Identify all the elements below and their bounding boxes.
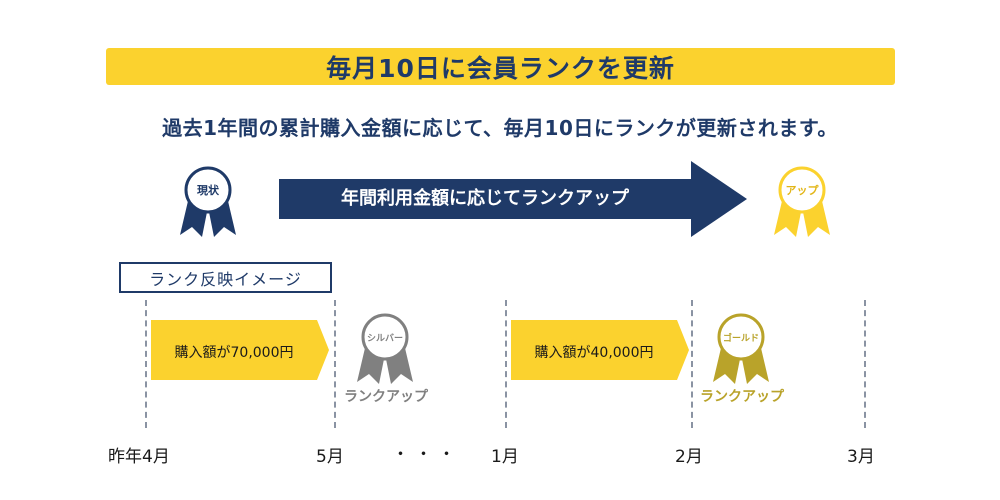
purchase-arrow-1 bbox=[151, 320, 329, 380]
timeline-divider bbox=[505, 300, 507, 428]
page-title: 毎月10日に会員ランクを更新 bbox=[106, 48, 895, 85]
up-rank-badge-icon: アップ bbox=[774, 166, 830, 237]
month-label: 3月 bbox=[847, 447, 875, 467]
month-label: 2月 bbox=[675, 447, 703, 467]
month-label: 1月 bbox=[491, 447, 519, 467]
ellipsis: ・・・ bbox=[392, 445, 461, 465]
purchase-amount-label-1: 購入額が70,000円 bbox=[174, 345, 294, 361]
month-label: 昨年4月 bbox=[108, 447, 170, 467]
up-badge-label: アップ bbox=[786, 183, 820, 197]
timeline-divider bbox=[864, 300, 866, 428]
rank-reflection-label: ランク反映イメージ bbox=[119, 262, 332, 293]
silver-badge-icon: シルバー bbox=[357, 313, 413, 384]
gold-rank-up-label: ランクアップ bbox=[700, 389, 784, 405]
current-badge-label: 現状 bbox=[197, 183, 220, 197]
month-label: 5月 bbox=[316, 447, 344, 467]
gold-badge-icon: ゴールド bbox=[713, 313, 769, 384]
timeline-divider bbox=[691, 300, 693, 428]
rank-up-arrow bbox=[279, 161, 747, 237]
purchase-arrow-2 bbox=[511, 320, 689, 380]
timeline-divider bbox=[145, 300, 147, 428]
current-rank-badge-icon: 現状 bbox=[180, 166, 236, 237]
page-subtitle: 過去1年間の累計購入金額に応じて、毎月10日にランクが更新されます。 bbox=[162, 116, 838, 140]
timeline-divider bbox=[334, 300, 336, 428]
purchase-amount-label-2: 購入額が40,000円 bbox=[534, 345, 654, 361]
rank-up-arrow-label: 年間利用金額に応じてランクアップ bbox=[341, 188, 629, 209]
silver-badge-label: シルバー bbox=[367, 333, 403, 344]
silver-rank-up-label: ランクアップ bbox=[344, 389, 428, 405]
gold-badge-label: ゴールド bbox=[723, 332, 759, 344]
